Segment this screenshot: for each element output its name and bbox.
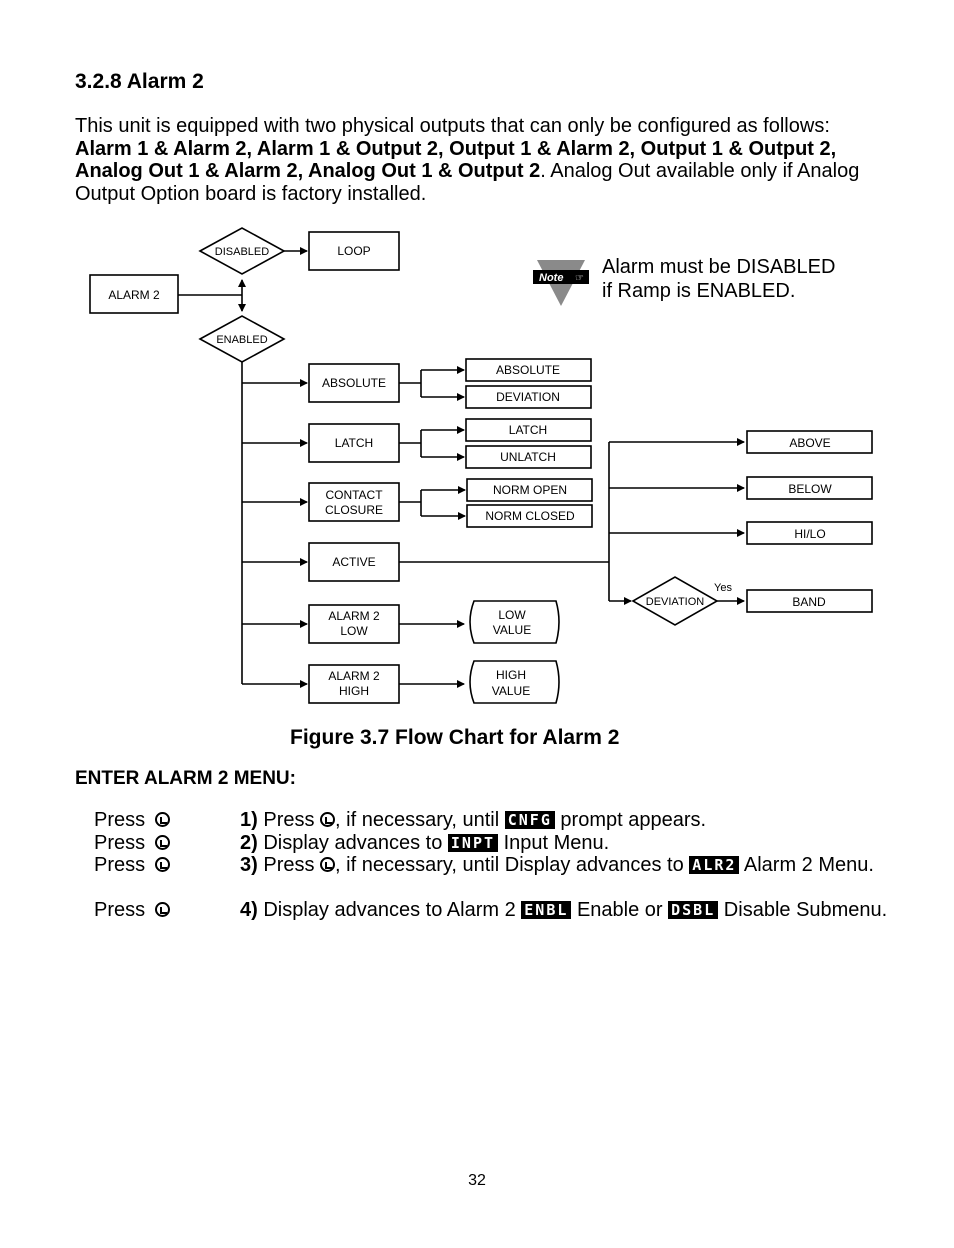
label-closure: CLOSURE xyxy=(325,503,383,517)
label-hilo: HI/LO xyxy=(794,527,825,541)
label-latch: LATCH xyxy=(335,436,373,450)
note-line-1: Alarm must be DISABLED xyxy=(602,256,836,278)
label-band: BAND xyxy=(792,595,826,609)
page-number: 32 xyxy=(468,1172,486,1189)
label-opt-deviation: DEVIATION xyxy=(496,390,560,404)
flow-chart: ALARM 2 DISABLED LOOP ENABLED ABSOLUTE A… xyxy=(89,227,873,704)
label-alarm2-low-2: LOW xyxy=(340,624,368,638)
label-low-value-2: VALUE xyxy=(493,623,531,637)
press-cell: Press xyxy=(94,809,240,832)
press-cell: Press xyxy=(94,832,240,855)
label-below: BELOW xyxy=(788,482,832,496)
label-opt-norm-open: NORM OPEN xyxy=(493,483,567,497)
label-alarm2-high-1: ALARM 2 xyxy=(328,669,380,683)
note-label: Note xyxy=(539,272,563,284)
label-low-value-1: LOW xyxy=(498,608,526,622)
label-above: ABOVE xyxy=(789,436,830,450)
node-enabled xyxy=(198,315,286,363)
label-disabled: DISABLED xyxy=(215,246,269,258)
node-low-value xyxy=(469,600,560,644)
figure-caption: Figure 3.7 Flow Chart for Alarm 2 xyxy=(290,726,620,749)
enter-key-icon xyxy=(155,902,171,917)
label-alarm2-low-1: ALARM 2 xyxy=(328,609,380,623)
intro-text-2: . Analog Out available only if Analog Ou… xyxy=(75,160,860,205)
label-enabled: ENABLED xyxy=(216,334,267,346)
svg-text:☞: ☞ xyxy=(575,273,584,284)
note-text: Alarm must be DISABLED if Ramp is ENABLE… xyxy=(602,255,835,303)
menu-title: ENTER ALARM 2 MENU: xyxy=(75,768,296,789)
label-opt-absolute: ABSOLUTE xyxy=(496,363,560,377)
node-loop xyxy=(308,231,400,271)
label-absolute: ABSOLUTE xyxy=(322,376,386,390)
label-opt-norm-closed: NORM CLOSED xyxy=(485,509,575,523)
label-active: ACTIVE xyxy=(332,555,375,569)
label-loop: LOOP xyxy=(337,244,370,258)
scroll-key-icon xyxy=(155,857,171,872)
note-badge: Note ☞ xyxy=(533,260,589,308)
scroll-key-icon xyxy=(320,857,336,872)
press-cell: Press xyxy=(94,854,240,877)
enter-key-icon xyxy=(155,835,171,850)
step-text: 3) Press , if necessary, until Display a… xyxy=(240,854,874,876)
scroll-key-icon xyxy=(320,812,336,827)
note-icon: Note ☞ xyxy=(533,260,589,306)
label-opt-latch: LATCH xyxy=(509,423,547,437)
intro-paragraph: This unit is equipped with two physical … xyxy=(75,115,885,205)
note-line-2: if Ramp is ENABLED. xyxy=(602,280,796,302)
label-contact: CONTACT xyxy=(325,488,383,502)
label-yes: Yes xyxy=(714,582,732,594)
step-text: 1) Press , if necessary, until CNFG prom… xyxy=(240,809,707,831)
step-text: 4) Display advances to Alarm 2 ENBL Enab… xyxy=(240,899,888,921)
lcd-dsbl: DSBL xyxy=(668,901,719,919)
label-deviation: DEVIATION xyxy=(646,596,705,608)
label-alarm2: ALARM 2 xyxy=(108,288,160,302)
lcd-inpt: INPT xyxy=(447,834,499,852)
lcd-alr2: ALR2 xyxy=(689,856,740,874)
scroll-key-icon xyxy=(155,812,171,827)
step-text: 2) Display advances to INPT Input Menu. xyxy=(240,832,610,854)
label-high-value-2: VALUE xyxy=(492,684,530,698)
press-cell: Press xyxy=(94,899,240,922)
lcd-enbl: ENBL xyxy=(521,901,572,919)
intro-configurations: Alarm 1 & Alarm 2, Alarm 1 & Output 2, O… xyxy=(75,137,837,183)
intro-text-1: This unit is equipped with two physical … xyxy=(75,115,830,137)
section-heading: 3.2.8 Alarm 2 xyxy=(75,70,204,93)
node-high-value xyxy=(469,660,560,704)
lcd-cnfg: CNFG xyxy=(504,811,555,829)
label-high-value-1: HIGH xyxy=(496,668,526,682)
label-alarm2-high-2: HIGH xyxy=(339,684,369,698)
node-alarm2 xyxy=(89,274,179,314)
label-opt-unlatch: UNLATCH xyxy=(500,450,556,464)
